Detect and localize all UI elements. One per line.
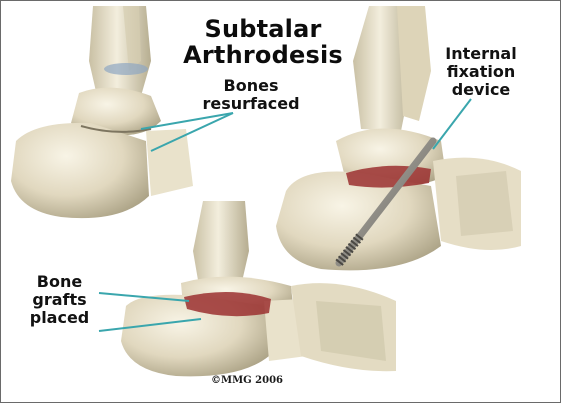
label-bone: Bone <box>17 273 102 291</box>
label-fixation: fixation <box>426 63 536 81</box>
title-subtalar: Subtalar <box>183 15 343 43</box>
tibia-bone <box>193 201 249 286</box>
label-resurfaced: resurfaced <box>191 95 311 113</box>
midfoot-shadow <box>456 171 513 236</box>
label-bones-resurfaced: Bones resurfaced <box>191 77 311 113</box>
copyright-text: ©MMG 2006 <box>211 375 283 386</box>
calcaneus-bone <box>11 123 149 218</box>
blue-cartilage <box>104 63 148 75</box>
tibia-bone <box>89 6 151 96</box>
title-arthrodesis: Arthrodesis <box>183 41 343 69</box>
label-bones: Bones <box>191 77 311 95</box>
label-grafts: grafts <box>17 291 102 309</box>
label-placed: placed <box>17 309 102 327</box>
label-device: device <box>426 81 536 99</box>
panel-bones-resurfaced <box>11 6 193 218</box>
leader-internal-fixation <box>433 99 471 149</box>
navicular-bone <box>146 129 193 196</box>
label-internal: Internal <box>426 45 536 63</box>
label-internal-fixation: Internal fixation device <box>426 45 536 99</box>
label-bone-grafts: Bone grafts placed <box>17 273 102 327</box>
